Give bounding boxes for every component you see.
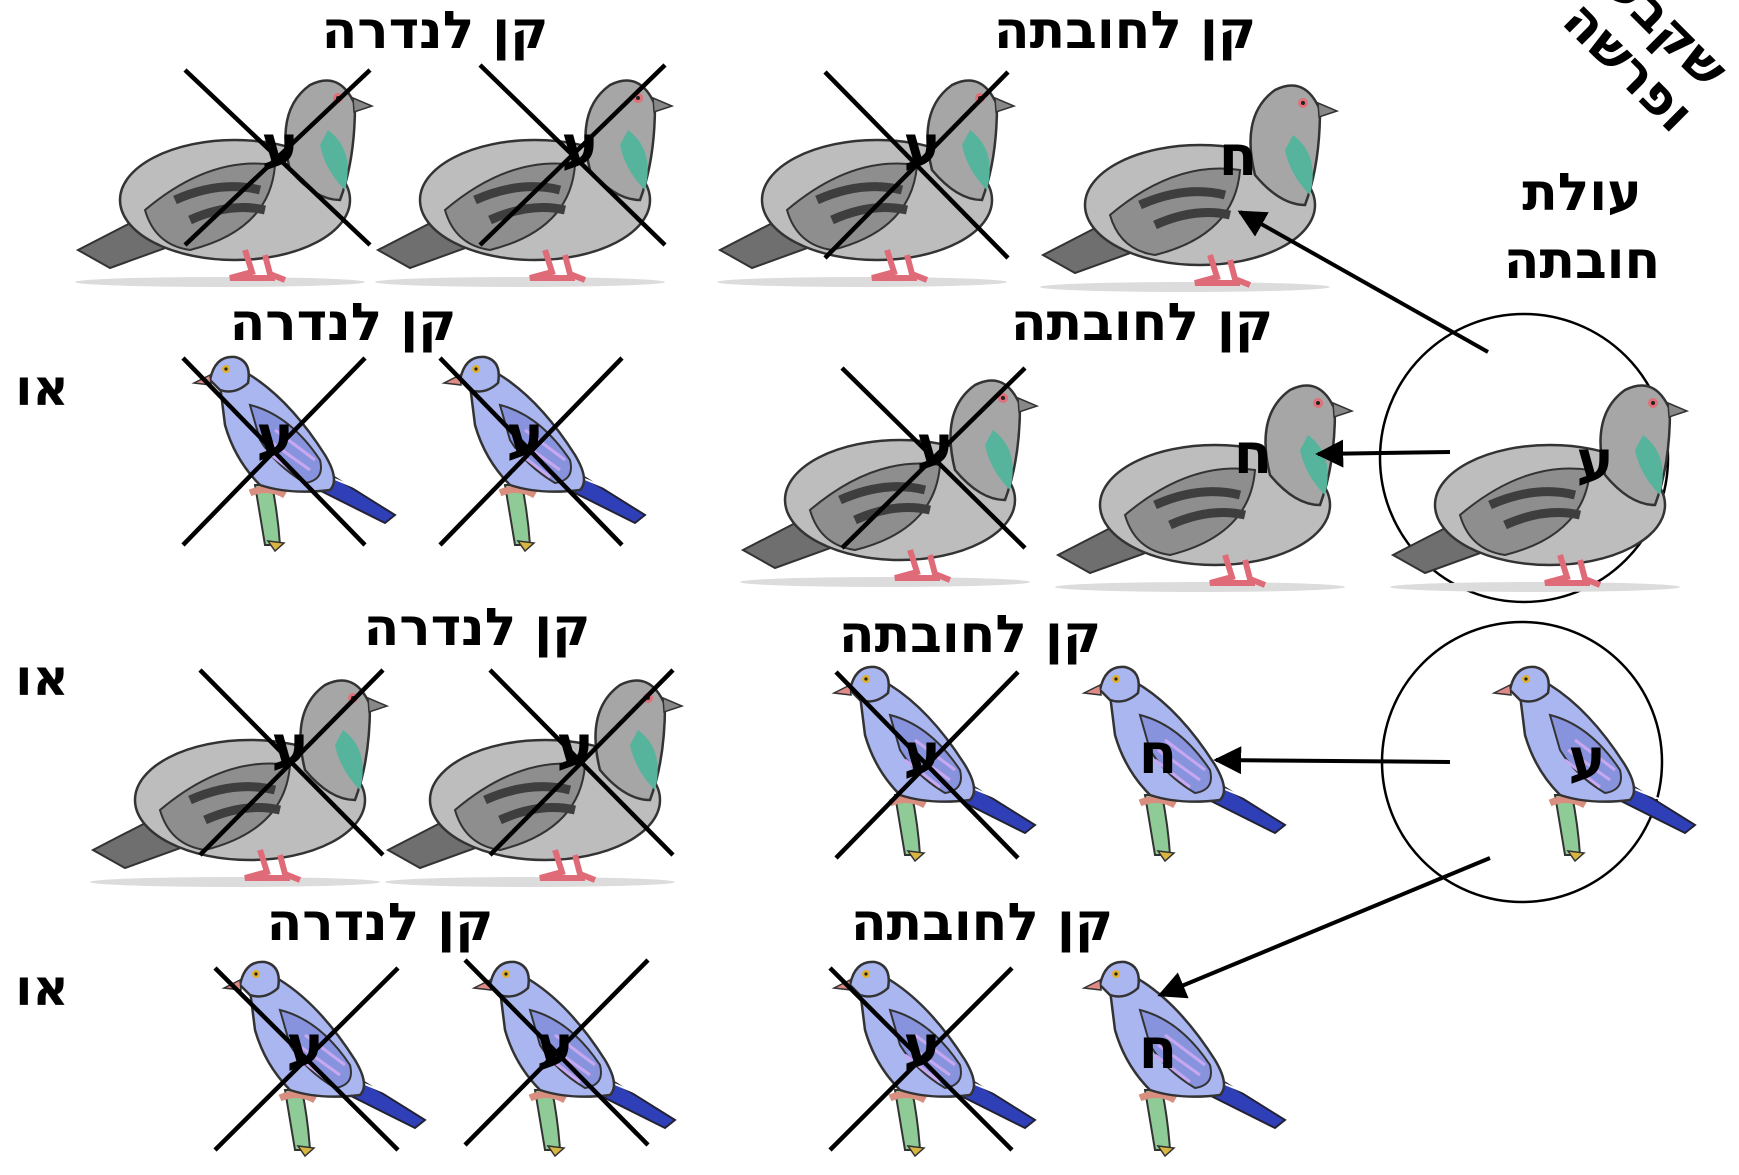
or-label-row3: או [15, 649, 69, 707]
row-4: או קן לנדרה קן לחובתה ע ע ע ח [15, 893, 1288, 1156]
arrow-to-row4-chatat [1157, 856, 1491, 999]
cross-mark [478, 63, 667, 247]
chatat-letter: ח [1139, 1017, 1177, 1082]
dove-crossed: ע [444, 357, 648, 551]
cross-mark [181, 356, 367, 547]
cross-mark [828, 966, 1014, 1152]
cross-mark [834, 670, 1020, 860]
dove-crossed: ע [834, 962, 1038, 1156]
arrow-to-row3-chatat [1213, 746, 1451, 775]
dove-crossed: ע [224, 962, 428, 1156]
row-1: קן לנדרה קן לחובתה ע ע ע ח [75, 1, 1337, 292]
row-3: או קן לנדרה קן לחובתה ע ע ע ח ע [15, 598, 1698, 904]
heading-nest-vow-row4: קן לנדרה [267, 893, 494, 953]
heading-nest-obligation-row1: קן לחובתה [994, 1, 1256, 61]
cross-mark [488, 668, 675, 857]
corner-note: שקבע ופרשה [1551, 0, 1739, 144]
heading-nest-vow-row3: קן לנדרה [364, 598, 591, 658]
burnt-offering-line-2: חובתה [1504, 231, 1661, 291]
dove-crossed: ע [194, 357, 398, 551]
chatat-letter: ח [1234, 422, 1272, 487]
chatat-letter: ח [1219, 124, 1257, 189]
or-label-row4: או [15, 959, 69, 1017]
cross-mark [183, 68, 372, 247]
chatat-letter: ח [1139, 722, 1177, 787]
pigeon-chatat: ח [1055, 386, 1352, 593]
dove-chatat: ח [1084, 962, 1288, 1156]
heading-nest-obligation-row4: קן לחובתה [851, 893, 1113, 953]
heading-nest-vow-row1: קן לנדרה [322, 1, 549, 61]
source-circle-pigeon: ע [1378, 312, 1687, 604]
row-2: או קן לנדרה קן לחובתה ע ע ע ח ע [15, 293, 1687, 604]
dove-chatat: ח [1084, 667, 1288, 861]
olah-letter: ע [1576, 429, 1613, 494]
pigeon-crossed: ע [375, 81, 672, 288]
olah-letter: ע [1568, 727, 1605, 792]
heading-nest-obligation-row2: קן לחובתה [1011, 293, 1273, 353]
arrow-to-row2-chatat [1315, 439, 1451, 468]
source-circle-dove: ע [1380, 620, 1698, 904]
dove-crossed: ע [474, 962, 678, 1156]
heading-nest-vow-row2: קן לנדרה [230, 293, 457, 353]
cross-mark [438, 356, 624, 547]
cross-mark [213, 966, 400, 1152]
cross-mark [198, 668, 385, 857]
arrow-to-row1-chatat [1237, 210, 1489, 354]
or-label-row2: או [15, 359, 69, 417]
cross-mark [463, 958, 650, 1147]
heading-nest-obligation-row3: קן לחובתה [839, 605, 1101, 665]
pigeon-chatat: ח [1040, 86, 1337, 293]
burnt-offering-line-1: עולת [1522, 163, 1641, 223]
cross-mark [840, 366, 1027, 550]
cross-mark [823, 70, 1010, 260]
